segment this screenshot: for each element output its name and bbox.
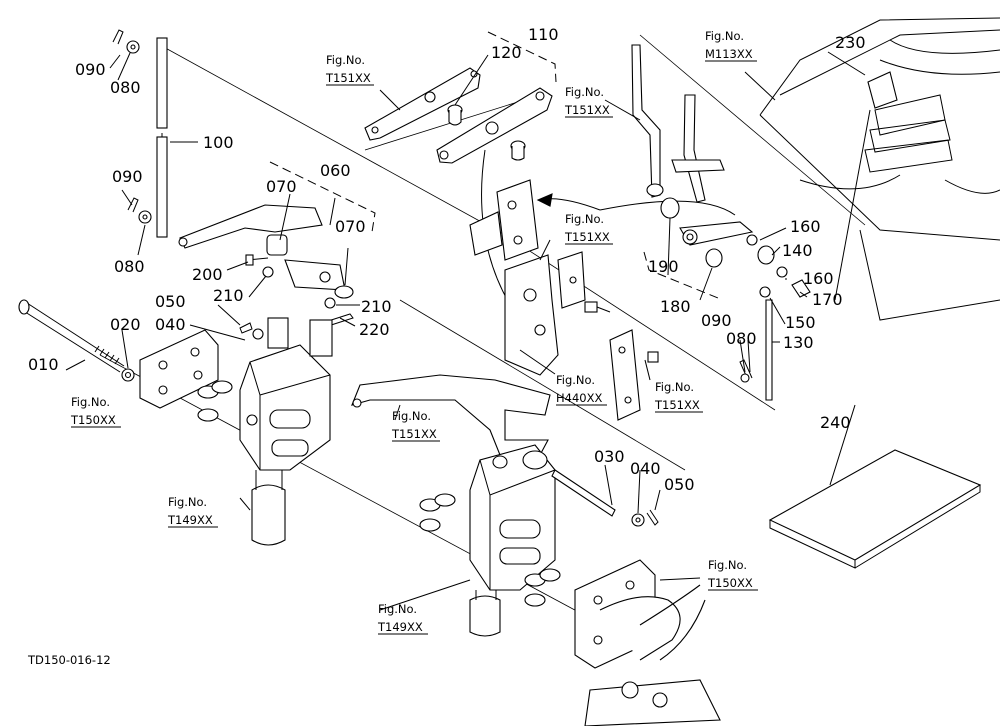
- part-number-130: 130: [783, 333, 814, 352]
- part-number-160-top: 160: [790, 217, 821, 236]
- part-number-190: 190: [648, 257, 679, 276]
- svg-text:H440XX: H440XX: [556, 391, 602, 405]
- svg-text:Fig.No.: Fig.No.: [565, 212, 604, 226]
- fig-ref-t149-bottom: Fig.No. T149XX: [377, 602, 428, 635]
- line-art: [18, 17, 1000, 726]
- svg-text:Fig.No.: Fig.No.: [168, 495, 207, 509]
- fig-ref-t151-top-left: Fig.No. T151XX: [325, 53, 374, 86]
- svg-text:Fig.No.: Fig.No.: [392, 409, 431, 423]
- fig-ref-t150-bottom: Fig.No. T150XX: [707, 558, 758, 591]
- svg-text:Fig.No.: Fig.No.: [565, 85, 604, 99]
- part-number-050-left: 050: [155, 292, 186, 311]
- part-number-020: 020: [110, 315, 141, 334]
- svg-text:Fig.No.: Fig.No.: [708, 558, 747, 572]
- part-number-090-top: 090: [75, 60, 106, 79]
- rod-100-upper: [156, 37, 168, 129]
- svg-text:T149XX: T149XX: [167, 513, 213, 527]
- fig-ref-t149-left: Fig.No. T149XX: [167, 495, 218, 528]
- part-number-180: 180: [660, 297, 691, 316]
- fig-ref-m113: Fig.No. M113XX: [705, 29, 757, 62]
- part-number-160-bottom: 160: [803, 269, 834, 288]
- svg-text:Fig.No.: Fig.No.: [71, 395, 110, 409]
- part-number-080-right: 080: [726, 329, 757, 348]
- part-number-200: 200: [192, 265, 223, 284]
- part-number-100: 100: [203, 133, 234, 152]
- part-number-070-left: 070: [266, 177, 297, 196]
- part-number-080-top: 080: [110, 78, 141, 97]
- part-number-150: 150: [785, 313, 816, 332]
- svg-text:Fig.No.: Fig.No.: [556, 373, 595, 387]
- svg-text:M113XX: M113XX: [705, 47, 753, 61]
- svg-text:T151XX: T151XX: [391, 427, 437, 441]
- part-number-040-left: 040: [155, 315, 186, 334]
- fig-ref-t151-middle: Fig.No. T151XX: [564, 212, 613, 245]
- part-number-030: 030: [594, 447, 625, 466]
- part-number-070-right: 070: [335, 217, 366, 236]
- svg-text:T151XX: T151XX: [564, 103, 610, 117]
- fig-ref-t150-left: Fig.No. T150XX: [70, 395, 121, 428]
- part-number-labels: 090 080 100 090 080 060 070 070 200 210 …: [28, 25, 866, 494]
- part-number-120: 120: [491, 43, 522, 62]
- svg-text:Fig.No.: Fig.No.: [378, 602, 417, 616]
- part-number-090-right: 090: [701, 311, 732, 330]
- figure-references: Fig.No. T151XX Fig.No. T151XX Fig.No. M1…: [70, 29, 758, 635]
- part-number-090-mid: 090: [112, 167, 143, 186]
- svg-text:T150XX: T150XX: [707, 576, 753, 590]
- svg-text:T150XX: T150XX: [70, 413, 116, 427]
- svg-text:T151XX: T151XX: [654, 398, 700, 412]
- fig-ref-t151-right: Fig.No. T151XX: [654, 380, 703, 413]
- part-number-210-left: 210: [213, 286, 244, 305]
- part-number-050-right: 050: [664, 475, 695, 494]
- part-number-140: 140: [782, 241, 813, 260]
- fig-ref-t151-lower: Fig.No. T151XX: [391, 409, 440, 442]
- rod-100-lower: [156, 136, 168, 238]
- part-number-110: 110: [528, 25, 559, 44]
- part-number-240: 240: [820, 413, 851, 432]
- part-number-060: 060: [320, 161, 351, 180]
- part-number-230: 230: [835, 33, 866, 52]
- part-number-220: 220: [359, 320, 390, 339]
- svg-text:Fig.No.: Fig.No.: [326, 53, 365, 67]
- fig-ref-t151-top-center: Fig.No. T151XX: [564, 85, 613, 118]
- svg-text:Fig.No.: Fig.No.: [705, 29, 744, 43]
- part-number-010: 010: [28, 355, 59, 374]
- svg-text:T151XX: T151XX: [325, 71, 371, 85]
- part-number-210-right: 210: [361, 297, 392, 316]
- part-number-080-mid: 080: [114, 257, 145, 276]
- drawing-code: TD150-016-12: [27, 653, 111, 667]
- svg-text:T151XX: T151XX: [564, 230, 610, 244]
- svg-text:T149XX: T149XX: [377, 620, 423, 634]
- svg-text:Fig.No.: Fig.No.: [655, 380, 694, 394]
- part-number-040-right: 040: [630, 459, 661, 478]
- fig-ref-h440: Fig.No. H440XX: [556, 373, 607, 406]
- part-number-170: 170: [812, 290, 843, 309]
